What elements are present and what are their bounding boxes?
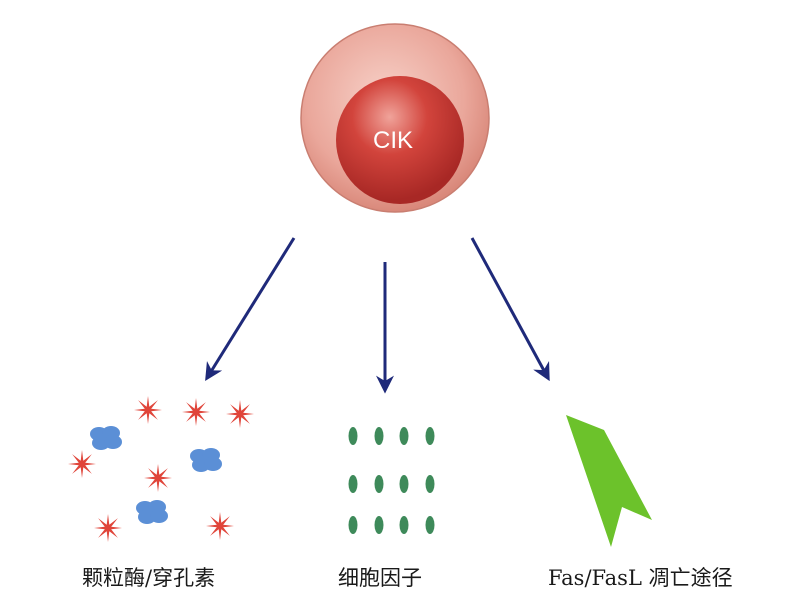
cytokine-dot (399, 475, 409, 493)
arrow-to-granzyme (205, 237, 296, 382)
mechanism-label-fas: Fas/FasL 凋亡途径 (548, 566, 733, 590)
perforin-star (206, 512, 234, 540)
cik-cell: CIK (300, 23, 490, 213)
cytokine-dot (425, 516, 435, 534)
perforin-star (134, 396, 162, 424)
arrow-to-fas (470, 237, 550, 382)
cytokine-dot (348, 427, 358, 445)
granzyme-perforin-icon (68, 396, 254, 542)
cytokine-dot (348, 516, 358, 534)
perforin-star (182, 398, 210, 426)
cytokine-dot (348, 475, 358, 493)
cell-label: CIK (373, 127, 413, 154)
perforin-star (94, 514, 122, 542)
perforin-star (68, 450, 96, 478)
fas-fasl-arrow-icon (566, 415, 652, 547)
cytokine-dots-icon (348, 427, 435, 534)
mechanism-label-granzyme: 颗粒酶/穿孔素 (82, 566, 216, 590)
granzyme-blob (136, 500, 168, 524)
perforin-star (144, 464, 172, 492)
cytokine-dot (374, 475, 384, 493)
perforin-star (226, 400, 254, 428)
cytokine-dot (374, 427, 384, 445)
mechanism-label-cytokine: 细胞因子 (338, 566, 422, 590)
cytokine-dot (425, 427, 435, 445)
cytokine-dot (399, 427, 409, 445)
granzyme-blob (190, 448, 222, 472)
granzyme-blob (90, 426, 122, 450)
cytokine-dot (374, 516, 384, 534)
cell-nucleus (336, 76, 464, 204)
cytokine-dot (399, 516, 409, 534)
cytokine-dot (425, 475, 435, 493)
